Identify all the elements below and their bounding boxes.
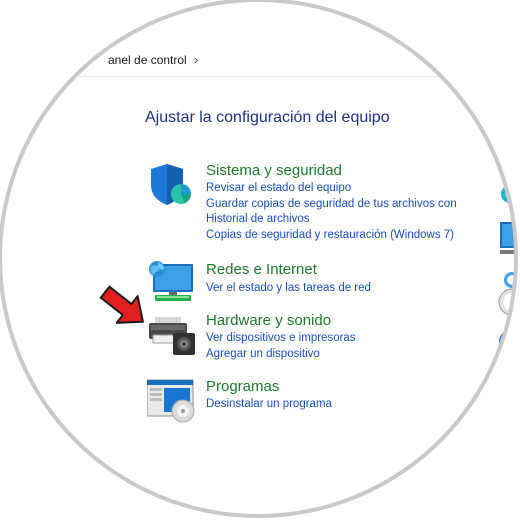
address-bar[interactable]: anel de control › bbox=[2, 46, 514, 77]
page-title: Ajustar la configuración del equipo bbox=[145, 109, 390, 126]
clock-region-icon[interactable] bbox=[496, 270, 514, 318]
network-globe-icon[interactable] bbox=[147, 260, 197, 306]
shield-icon[interactable] bbox=[147, 161, 197, 207]
link-backup-files[interactable]: Guardar copias de seguridad de tus archi… bbox=[206, 197, 457, 210]
link-network-status[interactable]: Ver el estado y las tareas de red bbox=[206, 282, 371, 294]
control-panel-window: anel de control › Ajustar la configuraci… bbox=[2, 2, 514, 514]
category-title-programs[interactable]: Programas bbox=[206, 378, 280, 395]
ease-of-access-icon[interactable] bbox=[496, 324, 514, 364]
appearance-monitor-icon[interactable] bbox=[498, 218, 514, 258]
link-devices-printers[interactable]: Ver dispositivos e impresoras bbox=[206, 332, 356, 344]
category-title-system-security[interactable]: Sistema y seguridad bbox=[206, 162, 342, 179]
link-add-device[interactable]: Agregar un dispositivo bbox=[206, 347, 320, 360]
breadcrumb-control-panel[interactable]: anel de control bbox=[108, 53, 187, 67]
link-backup-restore-win7[interactable]: Copias de seguridad y restauración (Wind… bbox=[206, 228, 455, 241]
link-uninstall-program[interactable]: Desinstalar un programa bbox=[206, 398, 332, 410]
category-title-hardware[interactable]: Hardware y sonido bbox=[206, 312, 332, 329]
red-arrow-pointer-icon bbox=[99, 285, 144, 324]
link-review-status[interactable]: Revisar el estado del equipo bbox=[206, 182, 352, 194]
printer-speaker-icon[interactable] bbox=[147, 311, 197, 357]
category-title-network[interactable]: Redes e Internet bbox=[206, 261, 317, 278]
user-accounts-icon[interactable] bbox=[498, 184, 514, 212]
breadcrumb-chevron-icon[interactable]: › bbox=[194, 52, 199, 67]
link-file-history[interactable]: Historial de archivos bbox=[206, 213, 310, 225]
programs-disc-icon[interactable] bbox=[147, 377, 197, 423]
